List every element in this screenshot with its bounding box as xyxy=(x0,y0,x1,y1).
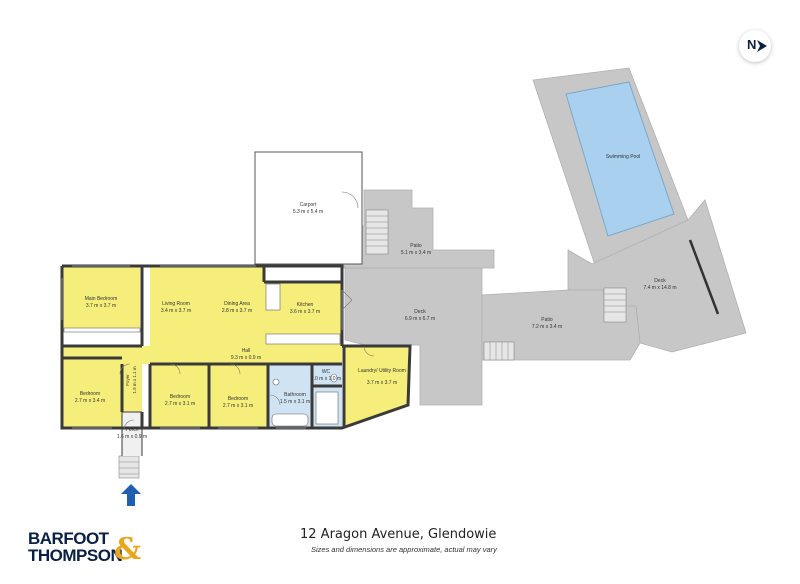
size-foyer: 1.9 m x 1.1 m xyxy=(132,366,137,394)
size-bedroom-2: 2.7 m x 3.1 m xyxy=(165,401,195,407)
toilet xyxy=(330,373,338,383)
size-main-bedroom: 3.7 m x 3.7 m xyxy=(86,303,116,309)
size-kitchen: 3.6 m x 3.7 m xyxy=(290,309,320,315)
doors xyxy=(119,289,375,431)
stairs-right xyxy=(603,287,627,323)
disclaimer: Sizes and dimensions are approximate, ac… xyxy=(311,545,497,554)
logo-line2: THOMPSON xyxy=(28,546,123,565)
label-laundry: Laundry/ Utility Room xyxy=(358,368,406,374)
size-wc: 2.0 m x 1.0 m xyxy=(311,376,341,382)
size-bathroom: 1.5 m x 3.1 m xyxy=(280,399,310,405)
label-kitchen: Kitchen xyxy=(297,302,314,308)
label-deck-main: Deck xyxy=(414,309,426,315)
living-dining-fill xyxy=(150,266,264,346)
entry-arrow-icon xyxy=(121,484,141,506)
pool-label: Swimming Pool xyxy=(606,154,640,160)
bedroom-1-fill xyxy=(62,358,122,428)
label-patio-upper: Patio xyxy=(410,243,422,249)
size-carport: 5.3 m x 5.4 m xyxy=(293,209,323,215)
label-living-room: Living Room xyxy=(162,301,190,307)
size-laundry: 3.7 m x 3.7 m xyxy=(367,380,397,386)
size-hall: 9.3 m x 0.9 m xyxy=(231,355,261,361)
compass: N xyxy=(739,30,771,62)
carport-area xyxy=(254,151,363,265)
laundry-fill xyxy=(344,346,408,428)
size-bedroom-1: 2.7 m x 3.4 m xyxy=(75,398,105,404)
size-living-room: 3.4 m x 3.7 m xyxy=(161,308,191,314)
label-bedroom-2: Bedroom xyxy=(170,394,190,400)
bathtub xyxy=(271,413,309,427)
thin-walls xyxy=(121,411,143,456)
shower xyxy=(315,391,339,425)
patio-right-area xyxy=(481,289,641,361)
carport-door-swing xyxy=(341,191,359,209)
size-patio-right: 7.2 m x 3.4 m xyxy=(532,324,562,330)
label-bedroom-3: Bedroom xyxy=(228,396,248,402)
label-porch: Porch xyxy=(125,427,138,433)
pool-water xyxy=(565,81,675,237)
foyer-label-group: Foyer 1.9 m x 1.1 m xyxy=(125,366,137,394)
size-porch: 1.6 m x 0.9 m xyxy=(117,434,147,440)
label-hall: Hall xyxy=(242,348,251,354)
size-deck-right: 7.4 m x 14.8 m xyxy=(643,285,676,291)
address-title: 12 Aragon Avenue, Glendowie xyxy=(300,527,497,542)
stairs-patio xyxy=(365,209,389,255)
label-main-bedroom: Main Bedroom xyxy=(85,296,118,302)
bedroom-3-fill xyxy=(210,364,268,428)
label-dining-area: Dining Area xyxy=(224,301,250,307)
fixtures xyxy=(63,283,341,427)
label-patio-right: Patio xyxy=(541,317,553,323)
size-dining-area: 2.8 m x 3.7 m xyxy=(222,308,252,314)
logo-ampersand: & xyxy=(114,532,142,567)
logo-line1: BARFOOT xyxy=(28,529,109,548)
kitchen-bench xyxy=(265,283,281,311)
pool: Swimming Pool xyxy=(565,81,675,237)
label-bedroom-1: Bedroom xyxy=(80,391,100,397)
label-deck-right: Deck xyxy=(654,278,666,284)
deck-rail xyxy=(688,239,720,315)
label-carport: Carport xyxy=(300,202,317,208)
wc-fill xyxy=(312,364,342,386)
room-labels: Main Bedroom 3.7 m x 3.7 m Living Room 3… xyxy=(75,202,677,440)
kitchen-bench-bottom xyxy=(265,333,341,345)
north-arrow-icon xyxy=(757,40,767,52)
label-foyer: Foyer xyxy=(125,374,130,386)
wardrobe xyxy=(63,327,141,333)
label-bathroom: Bathroom xyxy=(284,392,306,398)
label-wc: WC xyxy=(322,369,331,375)
foyer-fill xyxy=(122,352,142,412)
size-patio-upper: 5.1 m x 3.4 m xyxy=(401,250,431,256)
main-bedroom-fill xyxy=(62,266,140,332)
brand-logo: BARFOOT THOMPSON & xyxy=(28,529,168,567)
size-bedroom-3: 2.7 m x 3.1 m xyxy=(223,403,253,409)
stairs-porch xyxy=(118,455,140,479)
size-deck-main: 6.9 m x 6.7 m xyxy=(405,316,435,322)
bedroom-2-fill xyxy=(150,364,208,428)
stairs-deck xyxy=(483,341,515,361)
basin xyxy=(272,378,280,386)
stairs xyxy=(118,209,627,479)
north-label: N xyxy=(747,37,757,52)
